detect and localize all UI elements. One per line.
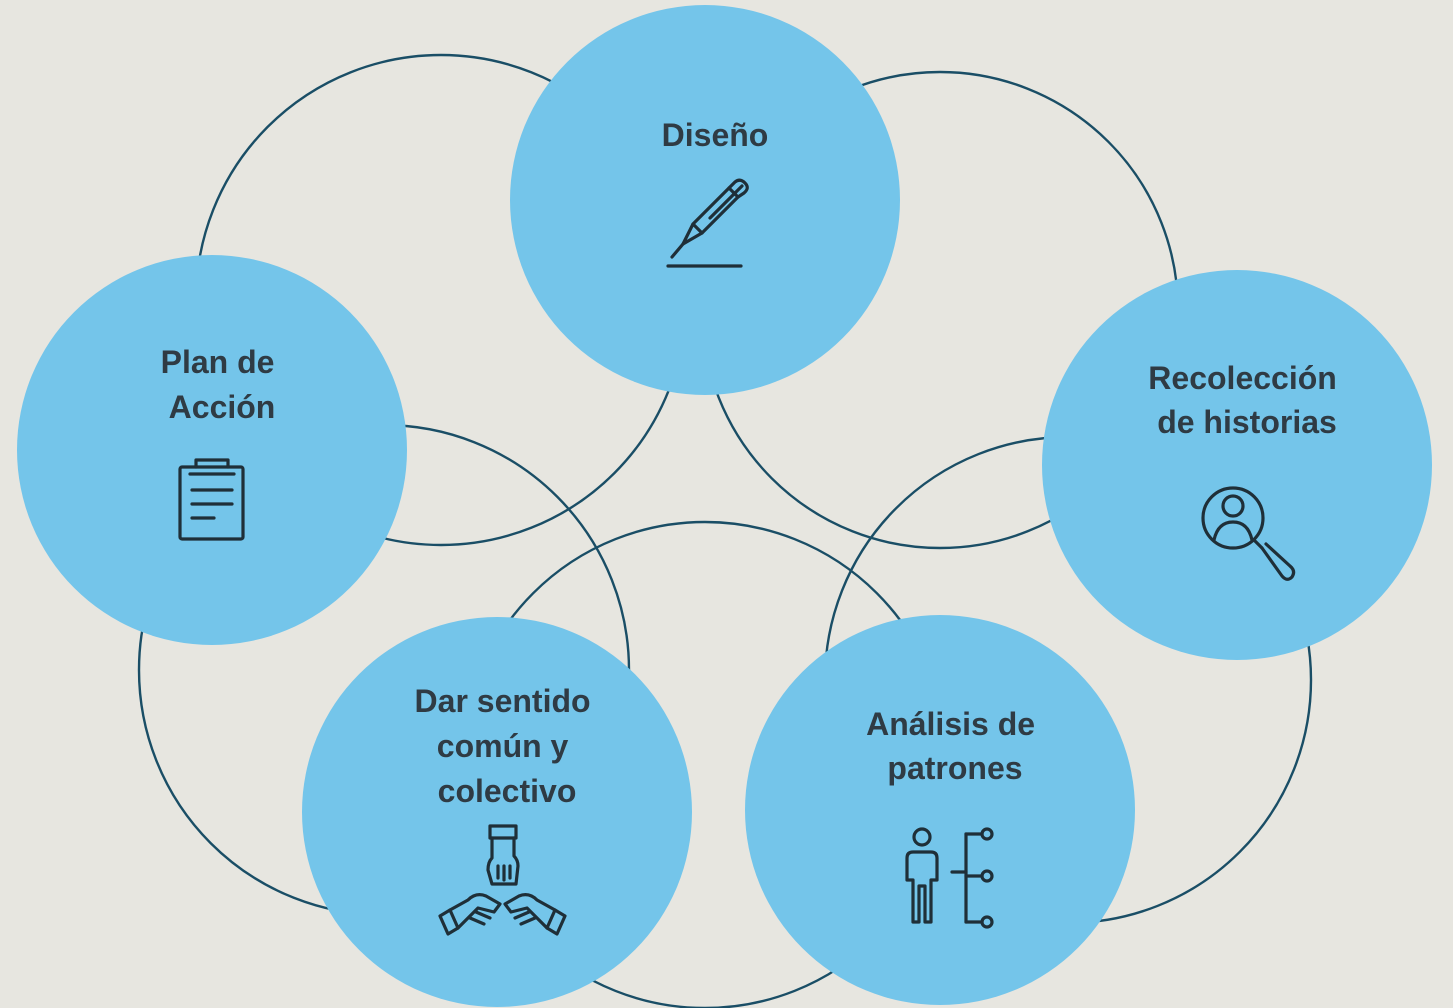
pen-icon <box>666 178 749 268</box>
node-circle <box>745 615 1135 1005</box>
node-sentido: Dar sentido común y colectivo <box>302 617 692 1007</box>
clipboard-icon <box>178 458 245 541</box>
node-circle <box>302 617 692 1007</box>
node-diseno: Diseño <box>510 5 900 395</box>
node-circle <box>510 5 900 395</box>
person-hierarchy-icon <box>905 827 994 929</box>
person-search-icon <box>1201 486 1296 581</box>
node-label: Recolección de historias <box>1148 360 1345 440</box>
node-recoleccion: Recolección de historias <box>1042 270 1432 660</box>
node-label: Dar sentido común y colectivo <box>415 683 600 809</box>
node-label: Plan de Acción <box>161 344 284 425</box>
node-circle <box>17 255 407 645</box>
node-label: Análisis de patrones <box>866 706 1044 786</box>
node-circle <box>1042 270 1432 660</box>
node-analisis: Análisis de patrones <box>745 615 1135 1005</box>
team-hands-icon <box>438 824 567 936</box>
node-label: Diseño <box>662 117 769 153</box>
node-plan: Plan de Acción <box>17 255 407 645</box>
